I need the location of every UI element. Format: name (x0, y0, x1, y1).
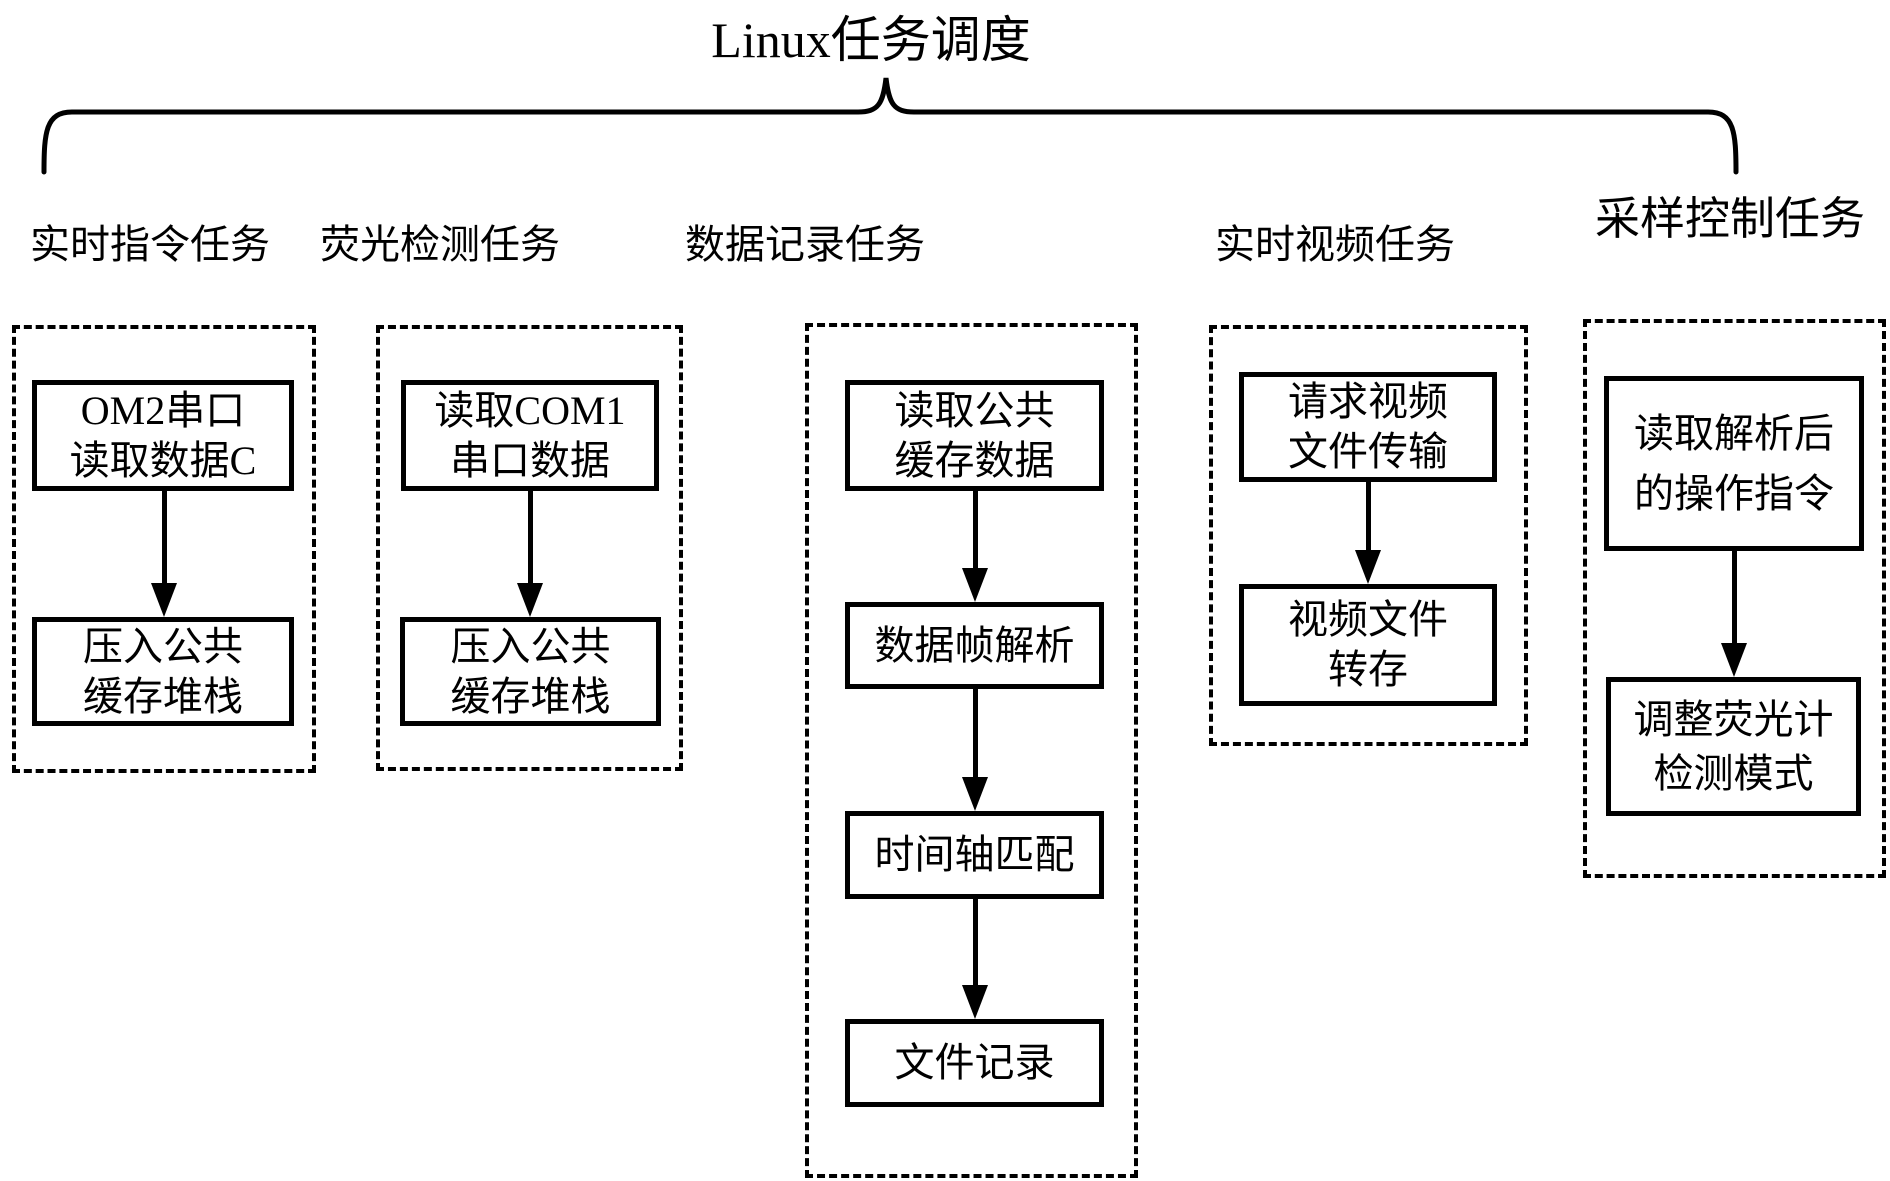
flow-box-line: 视频文件 (1288, 597, 1448, 642)
flow-box: 文件记录 (845, 1019, 1104, 1107)
arrow-head-icon (517, 583, 543, 617)
flow-box-line: 串口数据 (450, 437, 610, 483)
arrow-line (972, 899, 978, 985)
arrow-head-icon (962, 777, 988, 811)
flow-box-line: 压入公共 (450, 623, 611, 669)
flow-box-line: 文件传输 (1288, 429, 1448, 474)
column-header-data-recording: 数据记录任务 (685, 222, 925, 267)
flow-box-line: 缓存堆栈 (83, 673, 243, 719)
flow-box: 压入公共 缓存堆栈 (400, 617, 661, 726)
flow-box-line: OM2串口 (80, 387, 246, 433)
column-header-sampling-control: 采样控制任务 (1594, 194, 1865, 244)
flow-box-line: 数据帧解析 (874, 622, 1075, 668)
column-header-realtime-video: 实时视频任务 (1215, 222, 1455, 267)
column-header-realtime-command: 实时指令任务 (30, 222, 270, 267)
flow-box-line: 的操作指令 (1634, 470, 1834, 516)
arrow-line (1365, 482, 1371, 550)
brace (41, 77, 1739, 175)
task-container-realtime-video: 请求视频 文件传输 视频文件 转存 (1209, 325, 1528, 746)
flow-box-line: 读取数据C (69, 437, 257, 483)
flow-arrow (517, 491, 543, 617)
flow-arrow (1721, 551, 1747, 677)
arrow-line (1731, 551, 1737, 643)
flow-box-line: 读取COM1 (434, 387, 626, 433)
flow-arrow (962, 899, 988, 1019)
flow-arrow (151, 491, 177, 617)
arrow-head-icon (1721, 643, 1747, 677)
task-container-data-recording: 读取公共 缓存数据 数据帧解析 时间轴匹配 文件记录 (805, 323, 1138, 1178)
arrow-head-icon (962, 985, 988, 1019)
flow-box-line: 时间轴匹配 (874, 832, 1075, 877)
flow-arrow (962, 689, 988, 811)
flow-arrow (962, 491, 988, 602)
arrow-line (527, 491, 533, 583)
flow-box-line: 缓存数据 (894, 437, 1055, 483)
arrow-line (972, 491, 978, 568)
flow-box: 视频文件 转存 (1239, 584, 1497, 706)
flow-box-line: 缓存堆栈 (450, 673, 611, 719)
flow-arrow (1355, 482, 1381, 584)
flow-box: 时间轴匹配 (845, 811, 1104, 899)
task-container-fluorescence-detection: 读取COM1 串口数据 压入公共 缓存堆栈 (376, 325, 683, 771)
flow-box: 压入公共 缓存堆栈 (32, 617, 294, 726)
flow-box: 数据帧解析 (845, 602, 1104, 689)
flow-box-line: 压入公共 (83, 623, 243, 669)
diagram-title: Linux任务调度 (711, 12, 1031, 68)
arrow-line (972, 689, 978, 777)
flow-box: 调整荧光计 检测模式 (1606, 677, 1861, 816)
task-container-realtime-command: OM2串口 读取数据C 压入公共 缓存堆栈 (12, 325, 316, 773)
arrow-line (161, 491, 167, 583)
flow-box: 读取公共 缓存数据 (845, 380, 1104, 491)
arrow-head-icon (151, 583, 177, 617)
flow-box-line: 检测模式 (1653, 750, 1814, 796)
flow-box-line: 转存 (1328, 647, 1408, 692)
task-container-sampling-control: 读取解析后 的操作指令 调整荧光计 检测模式 (1583, 319, 1886, 878)
column-header-fluorescence-detection: 荧光检测任务 (320, 222, 560, 267)
flow-box: 读取COM1 串口数据 (401, 380, 659, 491)
arrow-head-icon (962, 568, 988, 602)
flow-box-line: 读取公共 (894, 387, 1055, 433)
flow-box: 请求视频 文件传输 (1239, 372, 1497, 482)
brace-path (41, 77, 1739, 175)
flow-box-line: 请求视频 (1288, 379, 1448, 424)
flow-box-line: 文件记录 (894, 1040, 1055, 1085)
arrow-head-icon (1355, 550, 1381, 584)
flow-box: OM2串口 读取数据C (32, 380, 294, 491)
flow-box-line: 调整荧光计 (1633, 696, 1834, 742)
flow-box-line: 读取解析后 (1634, 410, 1834, 456)
flow-box: 读取解析后 的操作指令 (1604, 376, 1864, 551)
